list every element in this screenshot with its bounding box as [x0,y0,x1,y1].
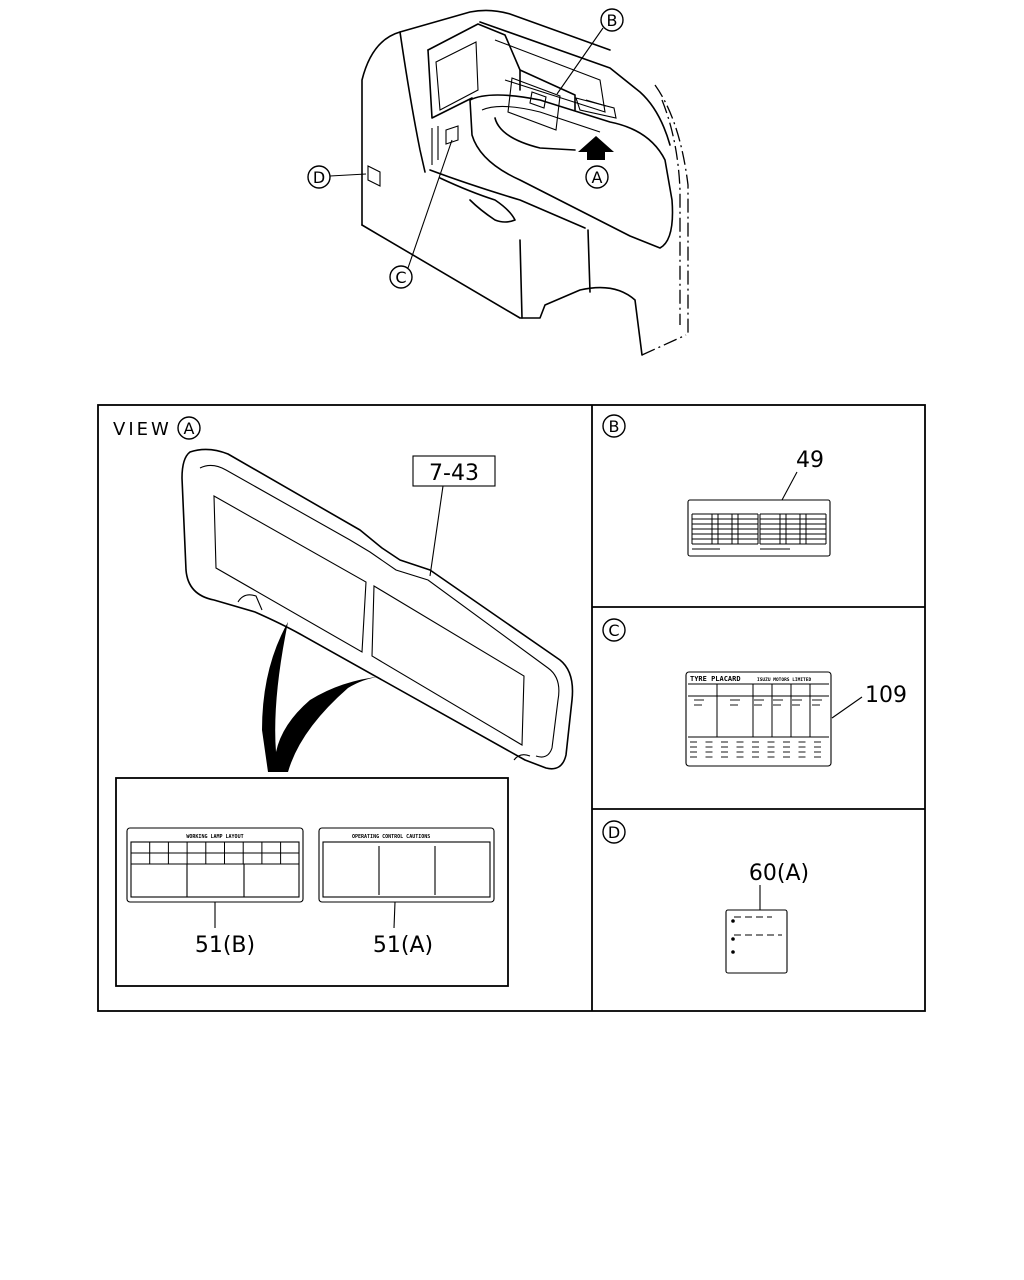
ref-label: 7-43 [429,461,479,486]
part-109: 109 [865,683,907,708]
detail-b-marker: B [609,417,620,436]
cab-overview [361,9,689,356]
callout-a-overview: A [585,165,609,189]
part-49: 49 [796,448,824,473]
sun-visor [181,448,574,770]
label-51b-title: WORKING LAMP LAYOUT [186,834,243,840]
view-a-panel: VIEW A 7-43 WORKING LAMP LAYOUT [113,416,574,987]
label-60a [725,909,788,974]
tyre-placard: TYRE PLACARD ISUZU MOTORS LIMITED [685,671,832,767]
svg-text:D: D [313,168,325,187]
view-a-title: VIEW [113,419,172,440]
detail-frame [97,404,926,1012]
placard-company: ISUZU MOTORS LIMITED [757,677,811,683]
inset-box [115,777,509,987]
detail-d-marker: D [608,823,620,842]
label-49 [687,499,831,557]
svg-text:B: B [607,11,618,30]
label-working-lamp: WORKING LAMP LAYOUT [126,827,304,903]
part-51a: 51(A) [373,933,433,958]
callout-c-overview: C [389,265,413,289]
svg-text:A: A [592,168,603,187]
detail-c-marker: C [608,621,619,640]
detail-d-panel: D 60(A) [602,820,809,974]
label-operating-control: OPERATING CONTROL CAUTIONS [318,827,495,903]
label-51a-title: OPERATING CONTROL CAUTIONS [352,834,430,840]
svg-text:C: C [395,268,406,287]
detail-b-panel: B 49 [602,414,831,557]
part-51b: 51(B) [195,933,255,958]
swoosh-pointer [262,622,384,772]
detail-c-panel: C 109 TYRE PLACARD ISUZU MOTORS LIMITED [602,618,907,767]
placard-title: TYRE PLACARD [690,675,741,683]
part-60a: 60(A) [749,861,809,886]
view-a-marker: A [184,419,195,438]
view-direction-arrow [578,136,614,160]
callout-b-overview: B [600,8,624,32]
callout-d-overview: D [307,165,331,189]
ref-box [412,455,496,487]
